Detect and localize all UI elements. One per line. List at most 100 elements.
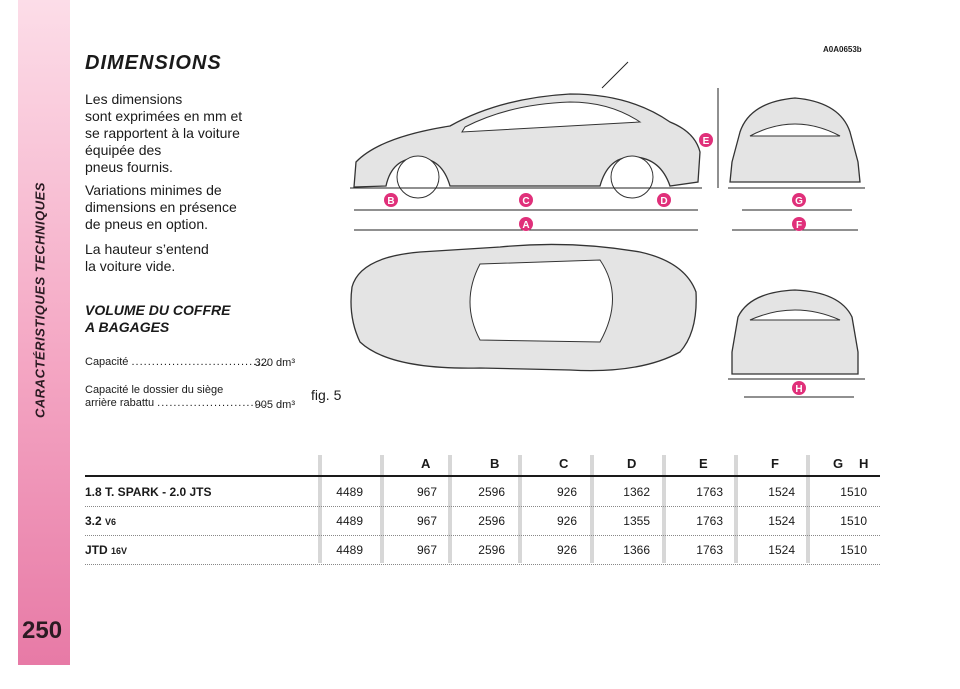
table-cell: 1355 xyxy=(623,514,650,528)
intro-paragraph-3: La hauteur s’entend la voiture vide. xyxy=(85,241,255,275)
leader-dots: ........................... xyxy=(157,397,267,409)
column-header: H xyxy=(859,456,869,471)
dimension-badges: B C D A E G F H xyxy=(384,133,806,395)
table-cell: 1362 xyxy=(623,485,650,499)
roof-outline xyxy=(469,259,613,343)
column-header: F xyxy=(771,456,779,471)
table-cell: 4489 xyxy=(336,485,363,499)
boot-title-line: A BAGAGES xyxy=(85,319,170,335)
column-header: D xyxy=(627,456,637,471)
folded-capacity-row: Capacité le dossier du siège arrière rab… xyxy=(85,384,295,412)
folded-capacity-value: 905 dm³ xyxy=(254,399,295,411)
badge-F xyxy=(792,217,806,231)
column-separator xyxy=(662,455,666,563)
intro-line: pneus fournis. xyxy=(85,159,173,175)
table-cell: 1366 xyxy=(623,543,650,557)
table-row: 3.2 V6 4489 967 2596 926 1355 1763 1524 … xyxy=(85,507,880,536)
badge-C xyxy=(519,193,533,207)
column-header: B xyxy=(490,456,500,471)
model-suffix: V6 xyxy=(105,517,117,527)
intro-paragraph-2: Variations minimes de dimensions en prés… xyxy=(85,182,255,233)
column-separator xyxy=(380,455,384,563)
column-header: E xyxy=(699,456,708,471)
boot-volume-title: VOLUME DU COFFRE A BAGAGES xyxy=(85,302,285,336)
badge-H xyxy=(792,381,806,395)
badge-E xyxy=(699,133,713,147)
table-cell: 1763 xyxy=(696,514,723,528)
table-cell: 1510 xyxy=(840,485,867,499)
badge-H-letter: H xyxy=(795,384,802,395)
column-header: C xyxy=(559,456,569,471)
badge-D xyxy=(657,193,671,207)
column-separator xyxy=(318,455,322,563)
table-cell: 2596 xyxy=(478,514,505,528)
table-cell: 926 xyxy=(556,543,577,557)
badge-G xyxy=(792,193,806,207)
badge-B-letter: B xyxy=(387,196,394,207)
column-separator xyxy=(590,455,594,563)
badge-A-letter: A xyxy=(522,220,529,231)
column-header: A xyxy=(421,456,431,471)
model-suffix: 16V xyxy=(111,546,128,556)
intro-line: Les dimensions xyxy=(85,91,183,107)
intro-line: sont exprimées en mm et xyxy=(85,108,243,124)
column-separator xyxy=(806,455,810,563)
folded-label-line: Capacité le dossier du siège xyxy=(85,384,224,396)
row-label: 1.8 T. SPARK - 2.0 JTS xyxy=(85,485,212,499)
table-cell: 967 xyxy=(416,543,437,557)
header-rule xyxy=(85,475,880,477)
table-cell: 1763 xyxy=(696,543,723,557)
front-windscreen xyxy=(749,123,841,137)
intro-paragraph-1: Les dimensions sont exprimées en mm et s… xyxy=(85,91,255,176)
table-cell: 1510 xyxy=(840,514,867,528)
badge-F-letter: F xyxy=(796,220,802,231)
column-header: G xyxy=(833,456,844,471)
table-cell: 1524 xyxy=(768,514,795,528)
table-cell: 1524 xyxy=(768,543,795,557)
car-dimensions-figure: B C D A E G F H xyxy=(350,61,865,398)
table-cell: 926 xyxy=(556,485,577,499)
row-label: JTD 16V xyxy=(85,543,127,557)
table-row: 1.8 T. SPARK - 2.0 JTS 4489 967 2596 926… xyxy=(85,478,880,507)
table-cell: 967 xyxy=(416,485,437,499)
row-label: 3.2 V6 xyxy=(85,514,116,528)
page-number: 250 xyxy=(22,617,63,644)
badge-B xyxy=(384,193,398,207)
intro-line: La hauteur s’entend xyxy=(85,241,209,257)
table-cell: 967 xyxy=(416,514,437,528)
table-cell: 2596 xyxy=(478,485,505,499)
column-separator xyxy=(518,455,522,563)
table-row: JTD 16V 4489 967 2596 926 1366 1763 1524… xyxy=(85,536,880,565)
model-name: 3.2 xyxy=(85,514,102,528)
car-front-view xyxy=(729,97,861,183)
badge-G-letter: G xyxy=(795,196,803,207)
leader-dots: .................................. xyxy=(131,356,270,368)
wheel-front xyxy=(396,155,440,199)
intro-line: la voiture vide. xyxy=(85,258,176,274)
figure-ref-code: A0A0653b xyxy=(823,45,862,54)
table-cell: 4489 xyxy=(336,543,363,557)
column-separator xyxy=(734,455,738,563)
intro-line: se rapportent à la voiture xyxy=(85,125,240,141)
table-header-row: A B C D E F G H xyxy=(85,450,880,474)
model-name: JTD xyxy=(85,543,108,557)
table-cell: 1763 xyxy=(696,485,723,499)
dimensions-table: A B C D E F G H 1.8 T. SPARK - 2.0 JTS 4… xyxy=(85,450,880,565)
side-window xyxy=(461,101,642,133)
badge-C-letter: C xyxy=(522,196,529,207)
table-cell: 2596 xyxy=(478,543,505,557)
figure-label: fig. 5 xyxy=(311,387,342,403)
intro-line: dimensions en présence xyxy=(85,199,237,215)
badge-E-letter: E xyxy=(703,136,710,147)
capacity-label: Capacité xyxy=(85,356,129,368)
boot-title-line: VOLUME DU COFFRE xyxy=(85,302,231,318)
page-title: DIMENSIONS xyxy=(85,52,222,74)
rear-screen xyxy=(749,309,841,321)
table-cell: 4489 xyxy=(336,514,363,528)
column-separator xyxy=(448,455,452,563)
car-rear-view xyxy=(731,289,859,375)
badge-D-letter: D xyxy=(660,196,667,207)
table-cell: 926 xyxy=(556,514,577,528)
table-cell: 1510 xyxy=(840,543,867,557)
sidebar-strip xyxy=(18,0,70,665)
